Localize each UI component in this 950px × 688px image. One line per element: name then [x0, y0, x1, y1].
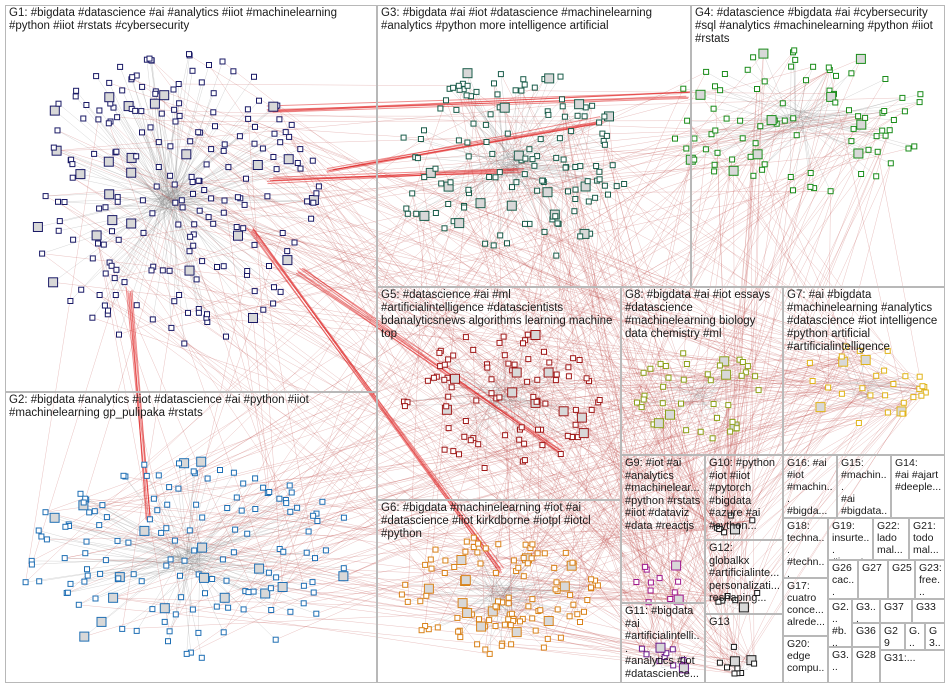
group-g28-label: G28 — [856, 649, 877, 661]
group-g25-label: G25 — [892, 562, 912, 574]
group-g24-label: G2... #b... #d... — [832, 601, 849, 647]
group-g37-label: G37 — [884, 601, 909, 613]
group-g3-label: G3: #bigdata #ai #iot #datascience #mach… — [381, 7, 688, 33]
group-g34-label: G3... — [929, 625, 942, 650]
group-g11: G11: #bigdata #ai #artificialintelli... … — [621, 603, 705, 683]
group-g9-label: G9: #iot #ai #analytics #machinelear... … — [625, 457, 702, 532]
group-g6-label: G6: #bigdata #machinelearning #iot #ai #… — [381, 502, 618, 541]
group-g35: G... — [905, 623, 925, 650]
group-g24: G2... #b... #d... — [828, 599, 852, 647]
group-g26: G26 cac... — [828, 560, 858, 599]
group-g36: G36 — [852, 623, 880, 647]
group-g17-label: G17: cuatro conce... alrede... — [787, 580, 825, 628]
group-g30-label: G3... — [856, 601, 877, 623]
group-g5: G5: #datascience #ai #ml #artificialinte… — [377, 287, 621, 500]
group-g4: G4: #datascience #bigdata #ai #cybersecu… — [691, 5, 945, 287]
group-g7: G7: #ai #bigdata #machinelearning #analy… — [783, 287, 945, 455]
group-g28: G28 — [852, 647, 880, 683]
group-g2-label: G2: #bigdata #analytics #iot #datascienc… — [9, 394, 374, 420]
group-g14: G14: #ai #ajart #deeple... — [891, 455, 945, 518]
group-g13: G13 — [705, 614, 783, 683]
group-g13-label: G13 — [709, 616, 780, 629]
group-g1-label: G1: #bigdata #datascience #ai #analytics… — [9, 7, 374, 33]
group-g7-label: G7: #ai #bigdata #machinelearning #analy… — [787, 289, 942, 354]
group-g37: G37 — [880, 599, 912, 623]
group-g16-label: G16: #ai #iot #machin... #bigda... — [787, 457, 834, 517]
group-g22-label: G22: lado mal... — [877, 520, 906, 556]
group-g9: G9: #iot #ai #analytics #machinelear... … — [621, 455, 705, 603]
group-g34: G3... — [925, 623, 945, 650]
group-g21-label: G21: todo mal... — [913, 520, 942, 556]
group-g18-label: G18: techna... #techn... #bigda... — [787, 520, 825, 578]
group-g11-label: G11: #bigdata #ai #artificialintelli... … — [625, 605, 702, 680]
group-g12: G12: globalkx #artificialinte... persona… — [705, 540, 783, 614]
group-g15-label: G15: #machin... #ai #bigdata... — [841, 457, 888, 518]
group-g26-label: G26 cac... — [832, 562, 855, 598]
group-g33: G33 — [912, 599, 945, 623]
group-g15: G15: #machin... #ai #bigdata... — [837, 455, 891, 518]
group-g29-label: G29 fol... — [884, 625, 902, 650]
group-g1: G1: #bigdata #datascience #ai #analytics… — [5, 5, 377, 392]
group-g10-label: G10: #python #iot #iiot #pytorch #bigdat… — [709, 457, 780, 532]
group-g31: G31:... — [880, 650, 945, 683]
group-g23: G23: free... — [915, 560, 945, 599]
group-g3: G3: #bigdata #ai #iot #datascience #mach… — [377, 5, 691, 287]
group-g17: G17: cuatro conce... alrede... — [783, 578, 828, 636]
group-g8: G8: #bigdata #ai #iot essays #datascienc… — [621, 287, 783, 455]
group-g30: G3... — [852, 599, 880, 623]
group-g21: G21: todo mal... — [909, 518, 945, 560]
group-g36-label: G36 — [856, 625, 877, 637]
group-g22: G22: lado mal... — [873, 518, 909, 560]
group-g5-label: G5: #datascience #ai #ml #artificialinte… — [381, 289, 618, 341]
group-g19: G19: insurte... #insurt... — [828, 518, 873, 560]
group-g18: G18: techna... #techn... #bigda... — [783, 518, 828, 578]
group-g12-label: G12: globalkx #artificialinte... persona… — [709, 542, 780, 605]
group-g20-label: G20: edge compu... — [787, 638, 825, 683]
group-g8-label: G8: #bigdata #ai #iot essays #datascienc… — [625, 289, 780, 341]
group-g6: G6: #bigdata #machinelearning #iot #ai #… — [377, 500, 621, 683]
group-g29: G29 fol... — [880, 623, 905, 650]
group-g23-label: G23: free... — [919, 562, 942, 598]
group-g25: G25 — [888, 560, 915, 599]
group-g2: G2: #bigdata #analytics #iot #datascienc… — [5, 392, 377, 683]
group-g16: G16: #ai #iot #machin... #bigda... — [783, 455, 837, 518]
group-g35-label: G... — [909, 625, 922, 649]
group-g32: G3... — [828, 647, 852, 683]
group-g33-label: G33 — [916, 601, 942, 613]
group-g14-label: G14: #ai #ajart #deeple... — [895, 457, 942, 493]
group-g32-label: G3... — [832, 649, 849, 673]
group-g10: G10: #python #iot #iiot #pytorch #bigdat… — [705, 455, 783, 540]
group-g19-label: G19: insurte... #insurt... — [832, 520, 870, 560]
group-g27-label: G27 — [862, 562, 885, 574]
group-g31-label: G31:... — [884, 652, 942, 664]
group-g27: G27 — [858, 560, 888, 599]
group-g20: G20: edge compu... — [783, 636, 828, 683]
group-g4-label: G4: #datascience #bigdata #ai #cybersecu… — [695, 7, 942, 46]
